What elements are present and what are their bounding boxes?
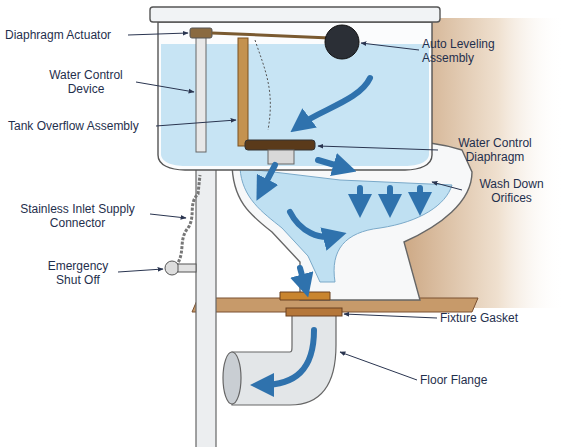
floor-flange — [286, 308, 342, 316]
valve-stem — [178, 264, 196, 272]
part-label: Water Control Device — [40, 68, 132, 96]
flush-valve — [268, 150, 294, 164]
fill-valve — [196, 32, 206, 152]
float-ball — [325, 25, 359, 59]
chain — [255, 40, 270, 130]
part-label: Auto Leveling Assembly — [422, 37, 522, 65]
water-control-diaphragm — [245, 140, 315, 150]
overflow-tube — [238, 38, 248, 146]
supply-pipe — [196, 160, 216, 447]
part-label: Diaphragm Actuator — [5, 28, 127, 42]
leader-lines — [118, 33, 462, 380]
part-label: Stainless Inlet Supply Connector — [5, 202, 150, 230]
part-label: Floor Flange — [420, 373, 530, 387]
bowl-water — [240, 168, 452, 282]
drain-pipe — [232, 312, 336, 405]
diaphragm-actuator — [190, 28, 212, 38]
part-label: Water Control Diaphragm — [440, 136, 550, 164]
supply-connector — [176, 175, 200, 266]
pipe-opening — [223, 352, 241, 404]
shut-off-valve — [165, 261, 179, 275]
float-arm — [212, 33, 330, 38]
part-label: Fixture Gasket — [440, 311, 555, 325]
tank — [158, 22, 432, 170]
fixture-gasket — [280, 292, 330, 300]
flow-arrows — [262, 78, 420, 385]
part-label: Emergency Shut Off — [40, 259, 116, 287]
tank-lid — [150, 7, 440, 22]
part-label: Tank Overflow Assembly — [8, 119, 158, 133]
part-label: Wash Down Orifices — [464, 177, 559, 205]
